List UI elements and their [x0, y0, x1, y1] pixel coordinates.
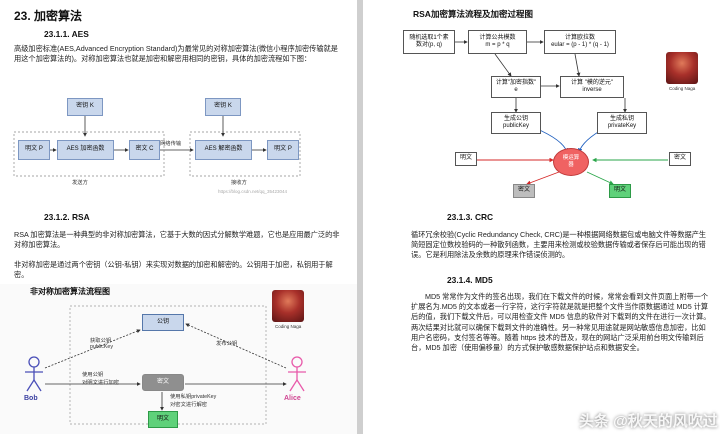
aes-key-sender: 密钥 K [67, 98, 103, 116]
md5-paragraph: MD5 常常作为文件的签名出现，我们在下载文件的时候，常常会看到文件页面上附带一… [411, 292, 711, 353]
section-heading-rsa: 23.1.2. RSA [44, 212, 90, 222]
aes-key-receiver: 密钥 K [205, 98, 241, 116]
aes-plaintext-left: 明文 P [18, 140, 50, 160]
aes-diagram-connectors [13, 116, 301, 177]
author-avatar-image-right [666, 52, 698, 84]
document-page-right: RSA加密算法流程及加密过程图 [363, 0, 720, 434]
bob-label: Bob [24, 395, 38, 402]
asym-cipher-box: 密文 [142, 374, 184, 391]
rsa-step-euler: 计算欧拉数 eular = (p - 1) * (q - 1) [544, 30, 616, 54]
asymmetric-flow-diagram: 非对称加密算法流程图 Coding Naga 公钥 获取公钥 publicKey… [0, 284, 357, 434]
chapter-title: 23. 加密算法 [14, 9, 83, 23]
rsa-ciphertext-input: 密文 [669, 152, 691, 166]
bob-figure-icon [25, 356, 43, 392]
aes-decrypt-function: AES 解密函数 [195, 140, 252, 160]
rsa-calc-encryption-exponent: 计算"加密指数" e [491, 76, 541, 98]
rsa-plaintext-output: 明文 [609, 184, 631, 198]
asym-diagram-title: 非对称加密算法流程图 [30, 287, 110, 296]
rsa-calc-modular-inverse: 计算 "模的逆元" inverse [560, 76, 624, 98]
asym-encrypt-label: 使用公钥 对明文进行加密 [82, 372, 120, 386]
crc-paragraph: 循环冗余校验(Cyclic Redundancy Check, CRC)是一种根… [411, 230, 707, 260]
avatar-caption-right: Coding Naga [669, 86, 696, 91]
rsa-ciphertext-output: 密文 [513, 184, 535, 198]
aes-network-label: 网络传输 [160, 141, 182, 147]
aes-flow-diagram: 明文 P AES 加密函数 密钥 K 密文 C 网络传输 AES 解密函数 密钥… [0, 0, 357, 200]
rsa-step-public-modulus: 计算公共模数 m = p * q [468, 30, 527, 54]
section-heading-md5: 23.1.4. MD5 [447, 275, 493, 285]
rsa-gen-public-key: 生成公钥 publicKey [491, 112, 541, 134]
rsa-diagram-title: RSA加密算法流程及加密过程图 [413, 9, 533, 19]
aes-sender-label: 发送方 [72, 180, 88, 186]
document-page-left: 23. 加密算法 23.1.1. AES 高级加密标准(AES,Advanced… [0, 0, 357, 434]
aes-ciphertext: 密文 C [129, 140, 160, 160]
rsa-gen-private-key: 生成私钥 privateKey [597, 112, 647, 134]
author-avatar-image [272, 290, 304, 322]
asym-decrypt-label: 使用私钥privateKey 对密文进行解密 [170, 394, 217, 408]
rsa-step-select-primes: 随机选取1个素 数对(p, q) [403, 30, 455, 54]
asym-plain-box: 明文 [148, 411, 178, 428]
alice-figure-icon [288, 356, 306, 392]
asym-publish-pubkey-label: 发布公钥 [216, 341, 238, 347]
rsa-process-diagram: 随机选取1个素 数对(p, q) 计算公共模数 m = p * q 计算欧拉数 … [363, 0, 720, 205]
asym-get-pubkey-label: 获取公钥 publicKey [90, 338, 113, 350]
rsa-plaintext-input: 明文 [455, 152, 477, 166]
avatar-caption: Coding Naga [275, 324, 302, 329]
aes-diagram-watermark: https://blog.csdn.net/qq_35423044 [218, 189, 288, 194]
rsa-paragraph-2: 非对称加密是通过两个密钥（公钥-私钥）来实现对数据的加密和解密的。公钥用于加密，… [14, 260, 333, 280]
aes-paragraph: 高级加密标准(AES,Advanced Encryption Standard)… [14, 44, 338, 64]
alice-label: Alice [284, 395, 301, 402]
aes-plaintext-right: 明文 P [267, 140, 299, 160]
footer-watermark: 头条 @秋天的风吹过 [579, 413, 718, 430]
section-heading-aes: 23.1.1. AES [44, 29, 89, 39]
aes-receiver-label: 接收方 [231, 180, 247, 186]
aes-encrypt-function: AES 加密函数 [57, 140, 114, 160]
rsa-modular-operator: 模运算 器 [553, 148, 589, 176]
section-heading-crc: 23.1.3. CRC [447, 212, 494, 222]
asym-public-key-box: 公钥 [142, 314, 184, 331]
rsa-paragraph-1: RSA 加密算法是一种典型的非对称加密算法，它基于大数的因式分解数学难题，它也是… [14, 230, 340, 250]
